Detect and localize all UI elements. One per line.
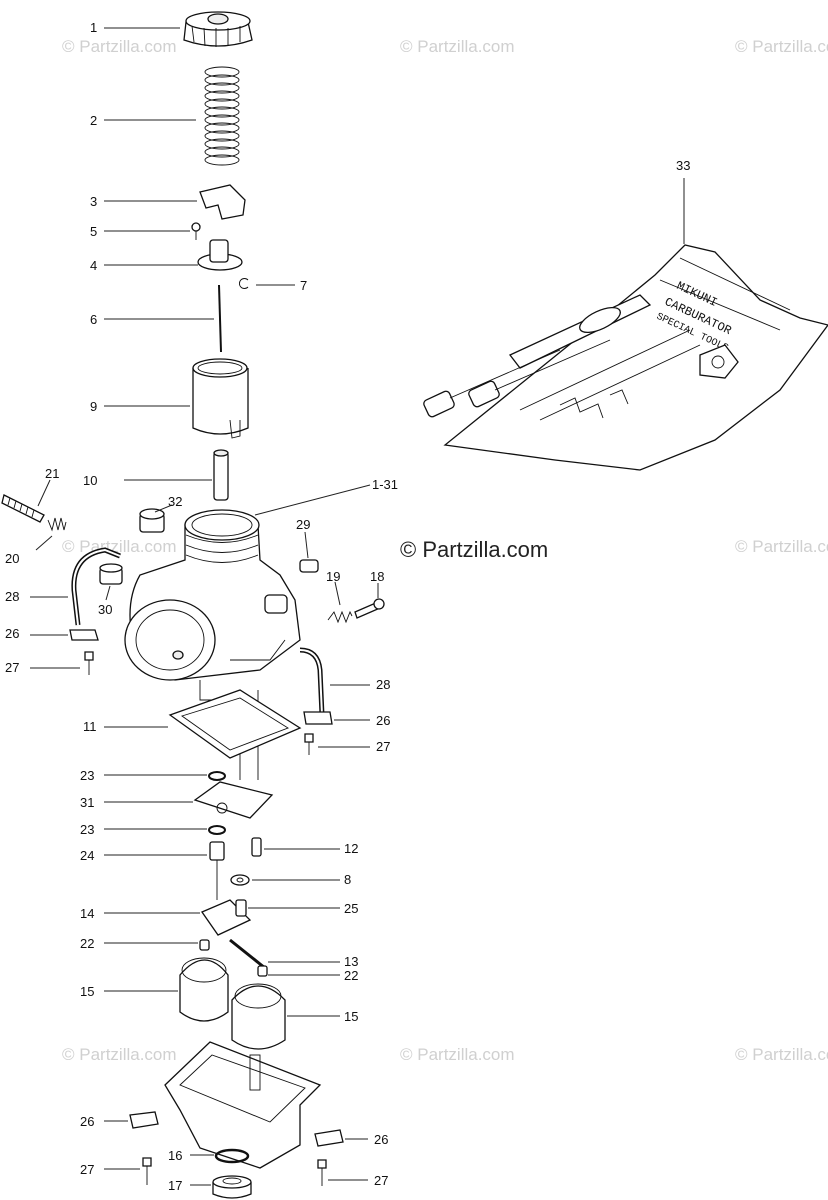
part-sleeve-30: [99, 563, 123, 585]
callout-24: 24: [80, 848, 94, 863]
part-cap: [183, 11, 253, 47]
part-float-pins: [199, 938, 268, 977]
callout-17: 17: [168, 1178, 182, 1193]
callout-4: 4: [90, 258, 97, 273]
part-needle-plate: [197, 239, 243, 271]
callout-labels: 1 2 3 5 4 7 6 9 10 21 32 1-31 29 20 19 1…: [5, 20, 690, 1193]
callout-27: 27: [5, 660, 19, 675]
callout-26: 26: [374, 1132, 388, 1147]
callout-16: 16: [168, 1148, 182, 1163]
part-jet-needle: [218, 284, 222, 353]
callout-27: 27: [80, 1162, 94, 1177]
callout-33: 33: [676, 158, 690, 173]
callout-27: 27: [376, 739, 390, 754]
callout-7: 7: [300, 278, 307, 293]
part-float-left: [179, 957, 229, 1022]
part-o-ring-lower: [208, 825, 226, 835]
callout-28: 28: [376, 677, 390, 692]
callout-19: 19: [326, 569, 340, 584]
callout-14: 14: [80, 906, 94, 921]
callout-31: 31: [80, 795, 94, 810]
callout-32: 32: [168, 494, 182, 509]
callout-23: 23: [80, 822, 94, 837]
callout-26: 26: [376, 713, 390, 728]
callout-10: 10: [83, 473, 97, 488]
callout-1: 1: [90, 20, 97, 35]
watermark: © Partzilla.com: [400, 1045, 515, 1064]
part-gasket-11: [168, 689, 302, 759]
part-e-clip: [239, 278, 249, 289]
callout-23: 23: [80, 768, 94, 783]
part-tool-kit: MIKUNI CARBURATOR SPECIAL TOOLS: [423, 244, 828, 471]
part-hose-right: [299, 647, 325, 716]
part-pilot-spring: [47, 517, 67, 532]
part-throttle-slide: [192, 358, 249, 439]
part-plate-31: [193, 781, 274, 819]
callout-15: 15: [344, 1009, 358, 1024]
callout-12: 12: [344, 841, 358, 856]
callout-22: 22: [80, 936, 94, 951]
watermark: © Partzilla.com: [735, 1045, 828, 1064]
part-pilot-jet: [251, 837, 262, 857]
callout-22: 22: [344, 968, 358, 983]
callout-27: 27: [374, 1173, 388, 1188]
callout-5: 5: [90, 224, 97, 239]
callout-9: 9: [90, 399, 97, 414]
main-watermark: © Partzilla.com: [400, 537, 548, 562]
part-small-screw: [191, 222, 201, 240]
leader-lines: [30, 27, 685, 1186]
part-clamps-and-screws: [69, 629, 344, 1186]
watermark: © Partzilla.com: [62, 37, 177, 56]
part-sleeve-32: [139, 508, 165, 533]
watermark: © Partzilla.com: [735, 537, 828, 556]
part-pilot-screw: [1, 494, 45, 523]
callout-21: 21: [45, 466, 59, 481]
callout-2: 2: [90, 113, 97, 128]
callout-6: 6: [90, 312, 97, 327]
part-spring: [204, 66, 240, 166]
callout-26: 26: [5, 626, 19, 641]
callout-25: 25: [344, 901, 358, 916]
callout-8: 8: [344, 872, 351, 887]
part-drain-plug: [212, 1175, 252, 1199]
watermark: © Partzilla.com: [62, 1045, 177, 1064]
part-needle-jet: [213, 449, 229, 501]
part-drain-o-ring: [214, 1148, 250, 1164]
part-needle-clip-bracket: [199, 184, 246, 220]
part-washer: [230, 874, 250, 886]
part-float-right: [231, 983, 286, 1050]
callout-18: 18: [370, 569, 384, 584]
watermark: © Partzilla.com: [400, 37, 515, 56]
watermark-grid: © Partzilla.com © Partzilla.com © Partzi…: [62, 37, 828, 1064]
callout-13: 13: [344, 954, 358, 969]
carburetor-body: [124, 509, 319, 780]
callout-11: 11: [83, 719, 97, 734]
part-idle-screw: [327, 598, 385, 624]
callout-29: 29: [296, 517, 310, 532]
watermark: © Partzilla.com: [735, 37, 828, 56]
callout-15: 15: [80, 984, 94, 999]
part-float-bowl: [164, 1041, 322, 1169]
callout-20: 20: [5, 551, 19, 566]
callout-26: 26: [80, 1114, 94, 1129]
callout-1-31: 1-31: [372, 477, 398, 492]
watermark: © Partzilla.com: [62, 537, 177, 556]
part-float-arm: [201, 899, 252, 936]
callout-28: 28: [5, 589, 19, 604]
callout-3: 3: [90, 194, 97, 209]
callout-30: 30: [98, 602, 112, 617]
part-o-ring-upper: [208, 771, 226, 781]
part-main-jet: [209, 841, 225, 900]
part-hose-left: [71, 547, 121, 626]
